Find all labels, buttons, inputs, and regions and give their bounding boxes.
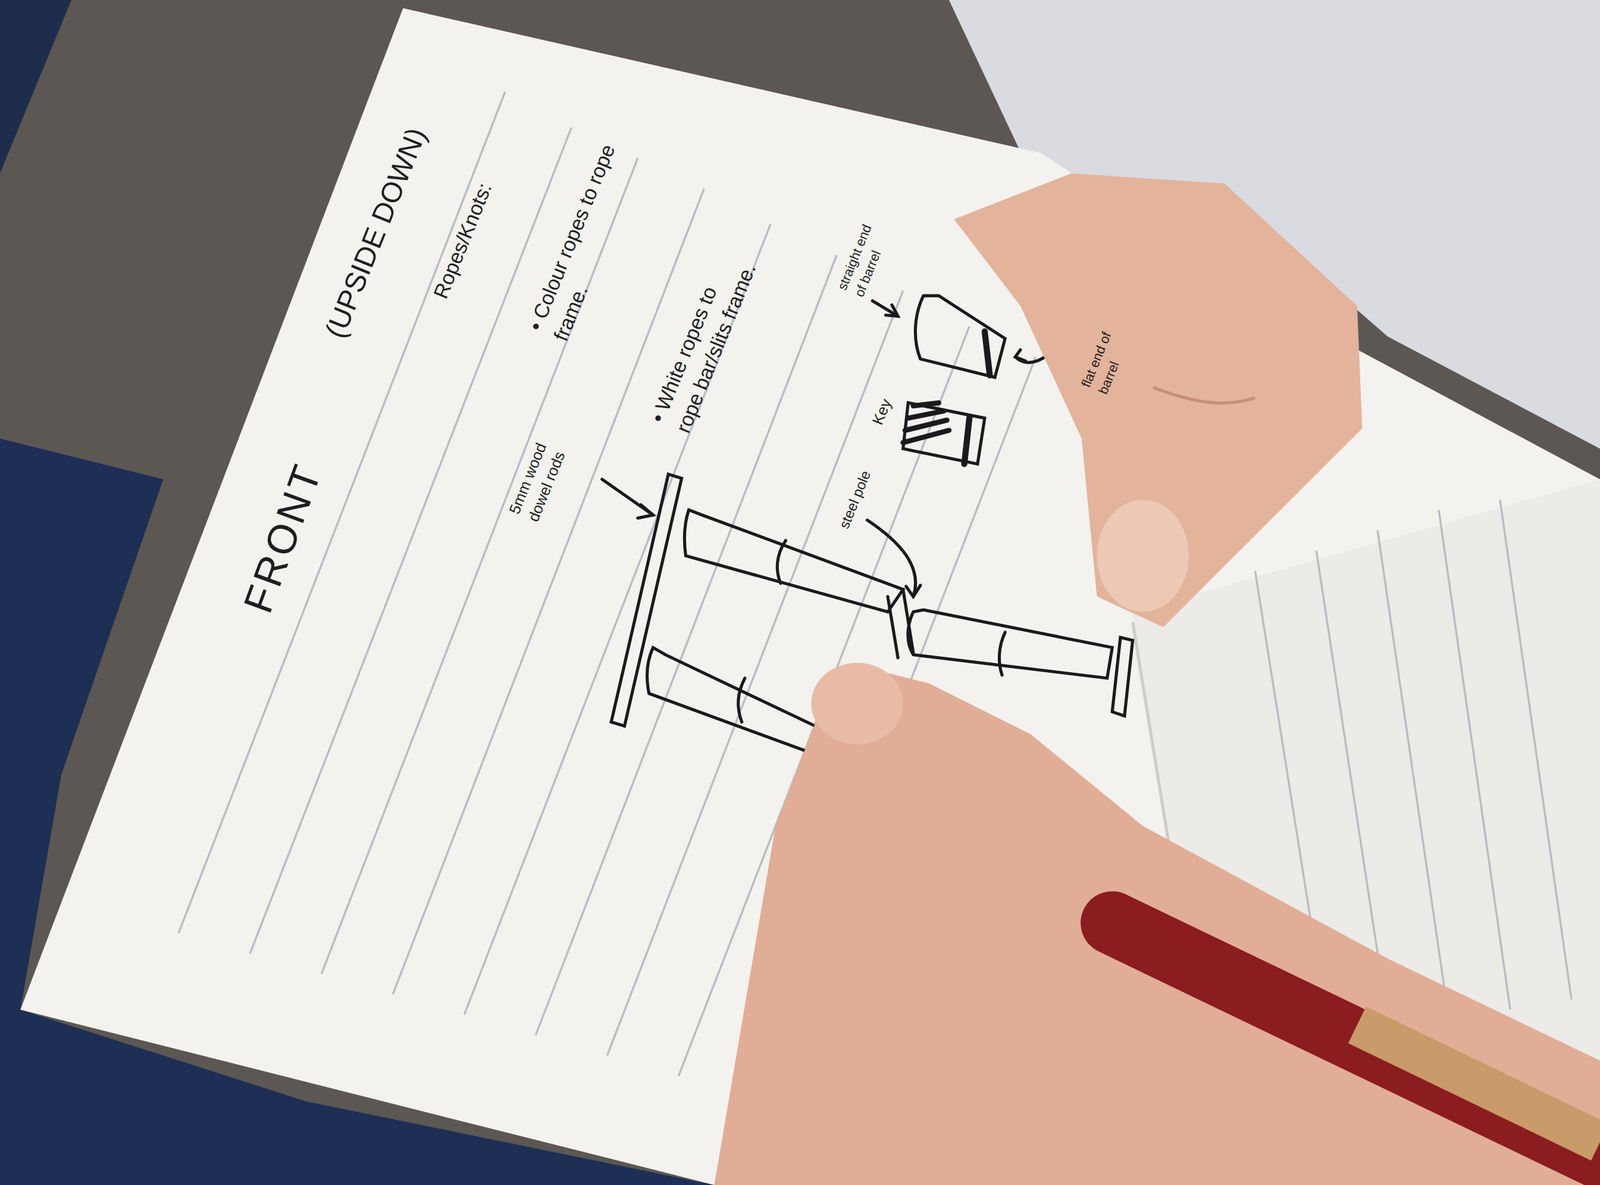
red-pen: [1112, 922, 1600, 1158]
notebook-page: [20, 8, 1600, 1185]
thumb-nail: [1097, 499, 1189, 613]
pen-tip: [1357, 1025, 1600, 1143]
finger-tip: [811, 662, 903, 745]
knuckle-crease: [1153, 387, 1255, 403]
upper-hand: [953, 173, 1362, 628]
lower-hand: [714, 668, 1600, 1185]
dark-corner: [0, 0, 72, 174]
